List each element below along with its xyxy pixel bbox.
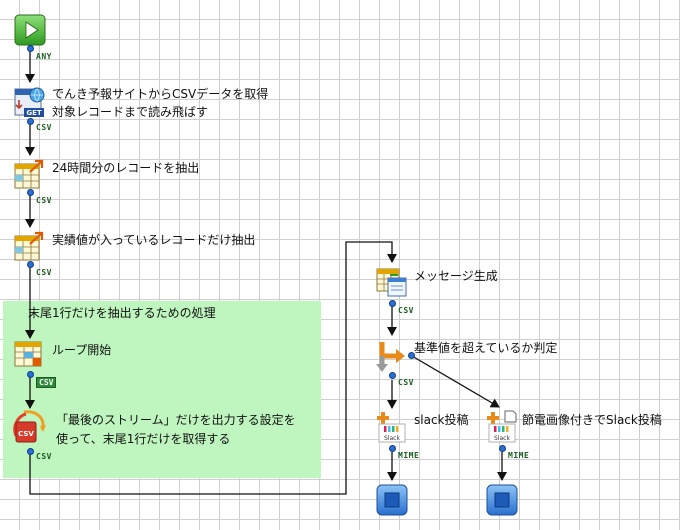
- loop-start-node[interactable]: [14, 338, 46, 370]
- message-node[interactable]: [376, 266, 408, 298]
- svg-text:CSV: CSV: [18, 430, 34, 438]
- judge-node[interactable]: [376, 338, 408, 372]
- mapper-icon: [376, 268, 407, 297]
- wire-last-message: [29, 241, 397, 495]
- port-dot[interactable]: [499, 445, 506, 452]
- port-dot[interactable]: [27, 448, 34, 455]
- svg-text:Slack: Slack: [494, 435, 510, 442]
- filter-actual-label: 実績値が入っているレコードだけ抽出: [52, 233, 256, 247]
- slack-image-label: 節電画像付きでSlack投稿: [522, 413, 662, 427]
- svg-text:GET: GET: [26, 109, 42, 117]
- group-label: 末尾1行だけを抽出するための処理: [28, 306, 216, 320]
- port-csv: CSV: [398, 378, 414, 387]
- end-node-1[interactable]: [376, 484, 408, 516]
- port-mime: MIME: [508, 451, 530, 460]
- filter-24h-label: 24時間分のレコードを抽出: [52, 161, 200, 175]
- port-csv: CSV: [398, 306, 414, 315]
- port-dot[interactable]: [27, 45, 34, 52]
- last-stream-node[interactable]: CSV: [12, 410, 46, 443]
- port-csv: CSV: [36, 268, 52, 277]
- port-dot[interactable]: [27, 189, 34, 196]
- filter-24h-node[interactable]: [14, 158, 46, 190]
- slack-icon: Slack: [377, 412, 406, 443]
- get-csv-node[interactable]: GET: [14, 86, 46, 118]
- port-dot[interactable]: [27, 261, 34, 268]
- get-csv-label-1: でんき予報サイトからCSVデータを取得: [52, 87, 269, 101]
- slack-image-icon: Slack: [487, 410, 517, 443]
- csv-stream-icon: CSV: [13, 410, 46, 443]
- port-csv: CSV: [36, 196, 52, 205]
- port-dot[interactable]: [27, 371, 34, 378]
- port-mime: MIME: [398, 451, 420, 460]
- message-label: メッセージ生成: [414, 269, 498, 283]
- last-stream-label-2: 使って、末尾1行だけを取得する: [56, 432, 231, 446]
- port-dot[interactable]: [389, 445, 396, 452]
- get-csv-label-2: 対象レコードまで読み飛ばす: [52, 105, 209, 119]
- wire-judge-slackimage: [411, 355, 500, 408]
- table-filter-icon: [14, 159, 44, 189]
- slack-image-node[interactable]: Slack: [486, 410, 518, 443]
- loop-csv-badge: CSV: [36, 377, 57, 388]
- filter-actual-node[interactable]: [14, 230, 46, 262]
- port-dot[interactable]: [27, 118, 34, 125]
- table-filter-icon: [14, 231, 44, 261]
- slack-post-label: slack投稿: [414, 413, 469, 427]
- stop-end-icon: [486, 484, 518, 516]
- stop-end-icon: [376, 484, 408, 516]
- svg-text:Slack: Slack: [384, 435, 400, 442]
- start-node[interactable]: [14, 14, 46, 46]
- loop-icon: [14, 341, 42, 367]
- end-node-2[interactable]: [486, 484, 518, 516]
- group-region[interactable]: [3, 301, 321, 478]
- slack-post-node[interactable]: Slack: [376, 410, 408, 443]
- port-csv: CSV: [36, 123, 52, 132]
- port-csv: CSV: [36, 452, 52, 461]
- play-start-icon: [14, 14, 46, 46]
- port-dot[interactable]: [389, 372, 396, 379]
- port-any: ANY: [36, 52, 52, 61]
- loop-start-label: ループ開始: [52, 343, 112, 357]
- last-stream-label-1: 「最後のストリーム」だけを出力する設定を: [56, 413, 296, 427]
- branch-icon: [376, 342, 405, 372]
- http-get-icon: GET: [14, 87, 45, 117]
- port-dot[interactable]: [389, 300, 396, 307]
- judge-label: 基準値を超えているか判定: [414, 341, 558, 355]
- port-dot[interactable]: [408, 352, 415, 359]
